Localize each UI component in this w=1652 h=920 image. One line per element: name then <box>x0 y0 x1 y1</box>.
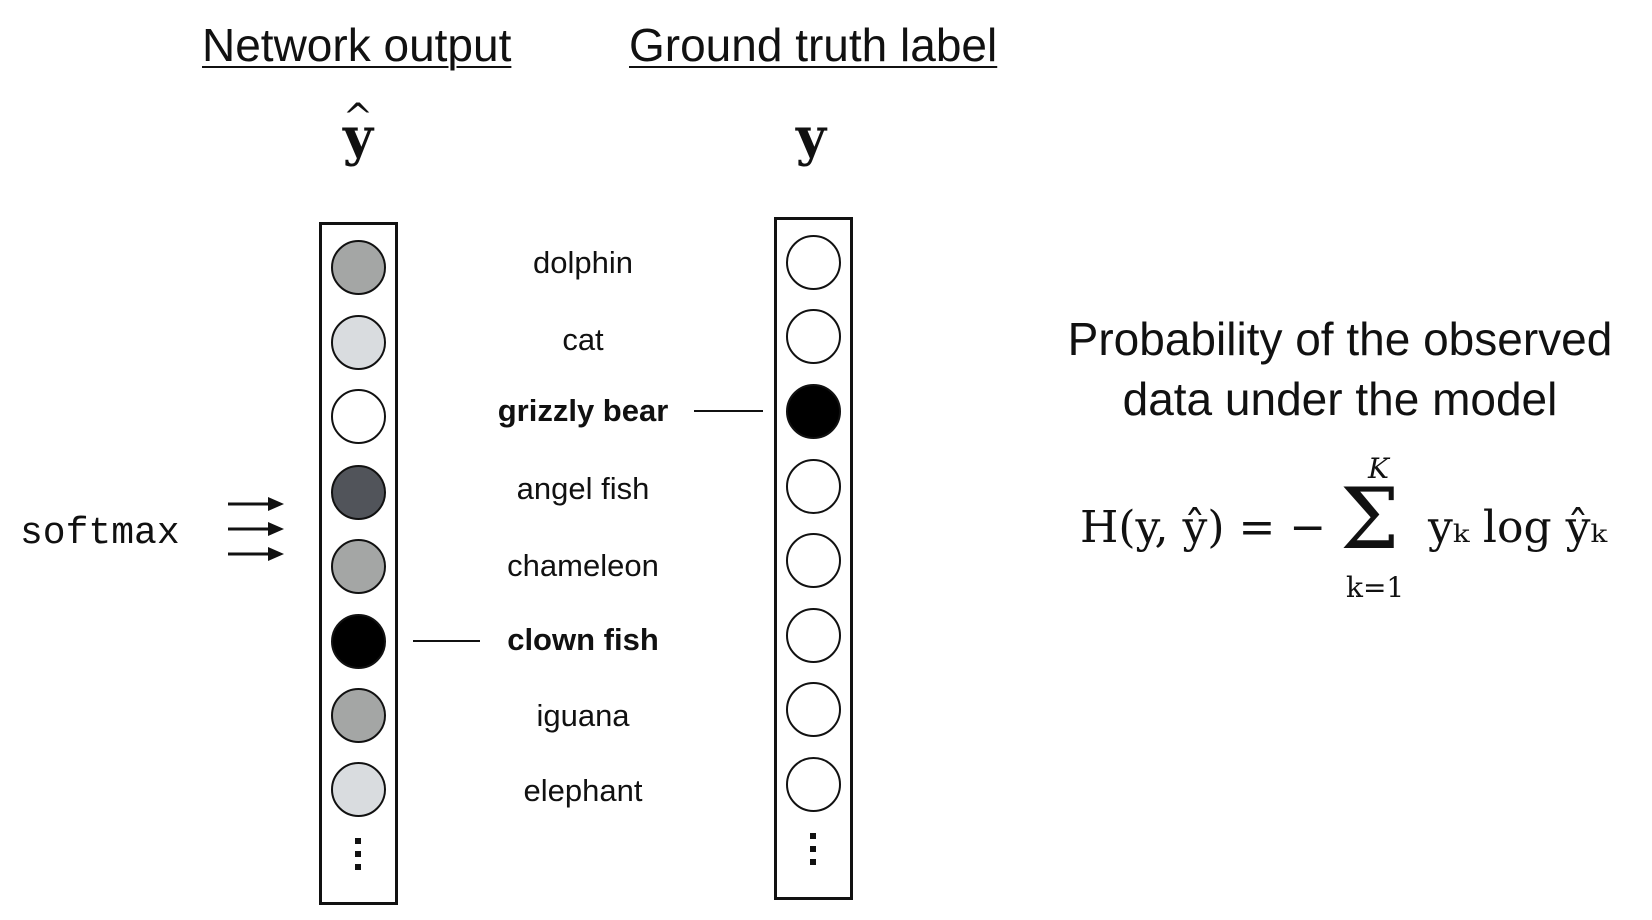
truth-unit-8 <box>785 756 841 812</box>
formula-sigma: Σ <box>1340 470 1400 568</box>
output-unit-8 <box>330 761 386 817</box>
class-label: dolphin <box>533 245 633 280</box>
output-ellipsis-icon <box>355 838 361 877</box>
formula-sum-lower: k=1 <box>1346 571 1405 604</box>
class-label: clown fish <box>507 622 659 657</box>
caption-line-1: Probability of the observed <box>1067 313 1613 365</box>
output-unit-7 <box>330 687 386 743</box>
cross-entropy-formula: H(y, ŷ) = − K Σ k=1 yₖ log ŷₖ <box>1070 455 1650 615</box>
y-symbol: y <box>771 112 851 164</box>
truth-unit-7 <box>785 681 841 737</box>
class-label: elephant <box>523 773 643 808</box>
arrow-icon <box>228 497 284 511</box>
class-label: chameleon <box>507 548 659 583</box>
truth-unit-5 <box>785 532 841 588</box>
formula-sum-upper: K <box>1368 452 1389 485</box>
truth-unit-2 <box>785 308 841 364</box>
hat-accent: ^ <box>342 97 374 138</box>
class-label: iguana <box>536 698 630 733</box>
y-letter: y <box>795 107 827 168</box>
formula-lhs: H(y, ŷ) = − <box>1080 502 1327 553</box>
caption-line-2: data under the model <box>1122 372 1558 425</box>
output-unit-6 <box>330 613 386 669</box>
output-unit-1 <box>330 239 386 295</box>
class-label: grizzly bear <box>497 393 669 428</box>
output-unit-3 <box>330 388 386 444</box>
class-label: angel fish <box>516 471 650 506</box>
truth-unit-1 <box>785 234 841 290</box>
network-output-heading: Network output <box>202 19 512 71</box>
output-unit-2 <box>330 314 386 370</box>
grizzly-bear-connector <box>694 410 763 412</box>
truth-unit-6 <box>785 607 841 663</box>
output-unit-5 <box>330 538 386 594</box>
truth-unit-4 <box>785 458 841 514</box>
arrow-icon <box>228 522 284 536</box>
output-unit-4 <box>330 464 386 520</box>
class-label: cat <box>562 322 604 357</box>
formula-rhs: yₖ log ŷₖ <box>1428 502 1607 553</box>
ground-truth-heading: Ground truth label <box>629 19 998 71</box>
truth-ellipsis-icon <box>810 833 816 872</box>
arrow-icon <box>228 547 284 561</box>
clown-fish-connector <box>413 640 480 642</box>
softmax-label: softmax <box>20 512 180 555</box>
y-hat-symbol: ^ y <box>318 100 398 164</box>
caption: Probability of the observed data under t… <box>1030 310 1650 430</box>
truth-unit-3 <box>785 383 841 439</box>
y-hat-letter: y <box>342 107 374 168</box>
